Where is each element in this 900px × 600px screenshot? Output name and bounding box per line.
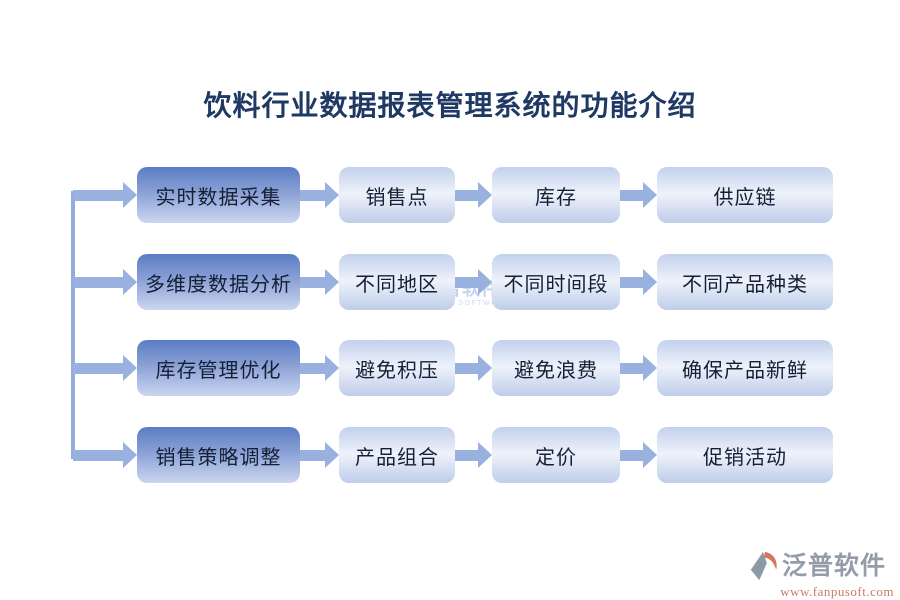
flow-box-primary: 多维度数据分析	[137, 254, 300, 310]
arrow-head	[123, 355, 137, 381]
flow-box-primary: 销售策略调整	[137, 427, 300, 483]
arrow-shaft	[620, 449, 643, 461]
arrow-head	[478, 442, 492, 468]
arrow-shaft	[455, 449, 478, 461]
flow-row-4: 销售策略调整 产品组合 定价 促销活动	[0, 427, 900, 483]
arrow-shaft	[620, 362, 643, 374]
flow-row-1: 实时数据采集 销售点 库存 供应链	[0, 167, 900, 223]
flow-box-step: 定价	[492, 427, 620, 483]
flow-box-step: 不同产品种类	[657, 254, 833, 310]
arrow-head	[643, 182, 657, 208]
flow-box-step: 供应链	[657, 167, 833, 223]
arrow-shaft	[73, 362, 123, 374]
arrow-shaft	[620, 189, 643, 201]
arrow-right-icon	[455, 182, 492, 208]
arrow-head	[643, 269, 657, 295]
flow-row-3: 库存管理优化 避免积压 避免浪费 确保产品新鲜	[0, 340, 900, 396]
flow-box-step: 不同地区	[339, 254, 455, 310]
arrow-shaft	[300, 449, 325, 461]
brand-footer: 泛普软件 www.fanpusoft.com	[748, 549, 894, 600]
arrow-right-icon	[620, 182, 657, 208]
arrow-shaft	[300, 362, 325, 374]
arrow-shaft	[455, 276, 478, 288]
footer-brand-text: 泛普软件	[782, 552, 887, 580]
flow-spine-connector	[71, 191, 75, 459]
arrow-head	[643, 442, 657, 468]
arrow-shaft	[73, 189, 123, 201]
arrow-head	[325, 182, 339, 208]
arrow-right-icon	[73, 269, 137, 295]
flow-box-step: 确保产品新鲜	[657, 340, 833, 396]
arrow-head	[325, 269, 339, 295]
flow-box-step: 避免积压	[339, 340, 455, 396]
flow-box-primary: 实时数据采集	[137, 167, 300, 223]
arrow-head	[478, 269, 492, 295]
arrow-right-icon	[620, 442, 657, 468]
arrow-shaft	[300, 276, 325, 288]
arrow-shaft	[620, 276, 643, 288]
flow-box-step: 促销活动	[657, 427, 833, 483]
flow-box-step: 避免浪费	[492, 340, 620, 396]
arrow-right-icon	[73, 442, 137, 468]
arrow-head	[123, 182, 137, 208]
arrow-right-icon	[300, 182, 339, 208]
flow-row-2: 多维度数据分析 不同地区 不同时间段 不同产品种类	[0, 254, 900, 310]
arrow-shaft	[455, 362, 478, 374]
arrow-head	[123, 442, 137, 468]
arrow-right-icon	[455, 355, 492, 381]
arrow-head	[478, 355, 492, 381]
flow-box-step: 销售点	[339, 167, 455, 223]
arrow-head	[478, 182, 492, 208]
flow-box-step: 产品组合	[339, 427, 455, 483]
arrow-right-icon	[73, 182, 137, 208]
arrow-head	[123, 269, 137, 295]
arrow-shaft	[455, 189, 478, 201]
arrow-right-icon	[620, 355, 657, 381]
arrow-right-icon	[73, 355, 137, 381]
arrow-right-icon	[455, 269, 492, 295]
arrow-shaft	[73, 449, 123, 461]
arrow-shaft	[73, 276, 123, 288]
arrow-right-icon	[455, 442, 492, 468]
flow-box-step: 库存	[492, 167, 620, 223]
flow-box-primary: 库存管理优化	[137, 340, 300, 396]
arrow-right-icon	[300, 355, 339, 381]
arrow-head	[643, 355, 657, 381]
footer-url-text: www.fanpusoft.com	[780, 584, 894, 599]
watermark-subtext: FANPU SOFTWARE	[424, 300, 510, 307]
page-title: 饮料行业数据报表管理系统的功能介绍	[203, 91, 697, 122]
arrow-right-icon	[300, 442, 339, 468]
flow-box-step: 不同时间段	[492, 254, 620, 310]
arrow-right-icon	[620, 269, 657, 295]
arrow-head	[325, 355, 339, 381]
arrow-shaft	[300, 189, 325, 201]
fanpu-logo-icon	[750, 551, 777, 581]
arrow-head	[325, 442, 339, 468]
arrow-right-icon	[300, 269, 339, 295]
